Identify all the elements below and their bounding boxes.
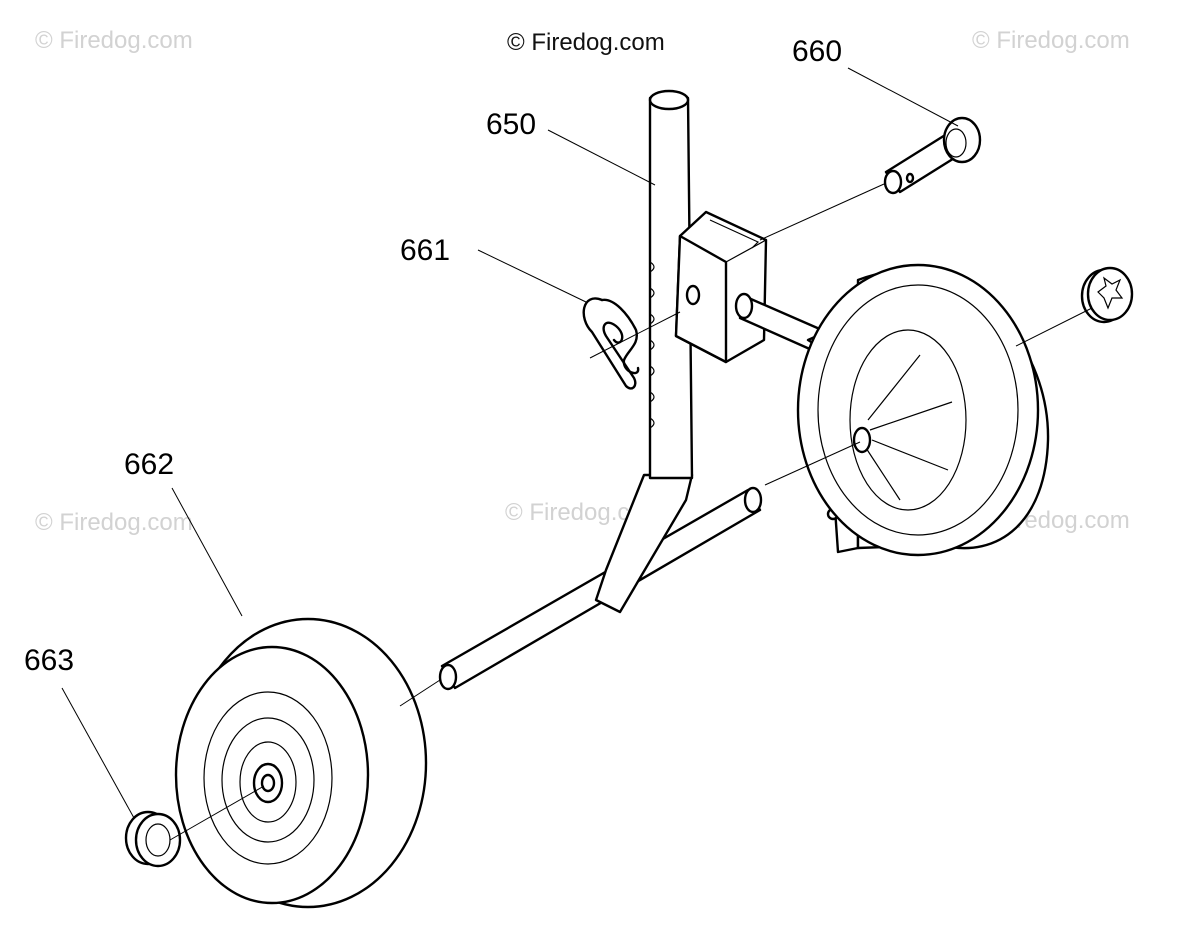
hubcap-rear — [1080, 266, 1134, 324]
height-bracket — [674, 210, 768, 364]
watermark-top-center: © Firedog.com — [507, 29, 665, 56]
watermark-mid-left: © Firedog.com — [35, 509, 193, 536]
callout-leaders — [61, 67, 959, 819]
wheel-front — [174, 617, 428, 909]
assembly-lines — [169, 183, 1093, 841]
hubcap-front — [124, 810, 182, 868]
wheel-rear — [796, 263, 1050, 557]
callout-650: 650 — [486, 108, 536, 141]
callout-660: 660 — [792, 35, 842, 68]
callout-661: 661 — [400, 234, 450, 267]
clevis-pin — [883, 116, 982, 195]
callout-662: 662 — [124, 448, 174, 481]
watermark-top-right: © Firedog.com — [972, 27, 1130, 54]
wheel-frame — [438, 89, 763, 691]
callout-663: 663 — [24, 644, 74, 677]
hairpin-clip — [582, 297, 640, 390]
watermark-top-left: © Firedog.com — [35, 27, 193, 54]
